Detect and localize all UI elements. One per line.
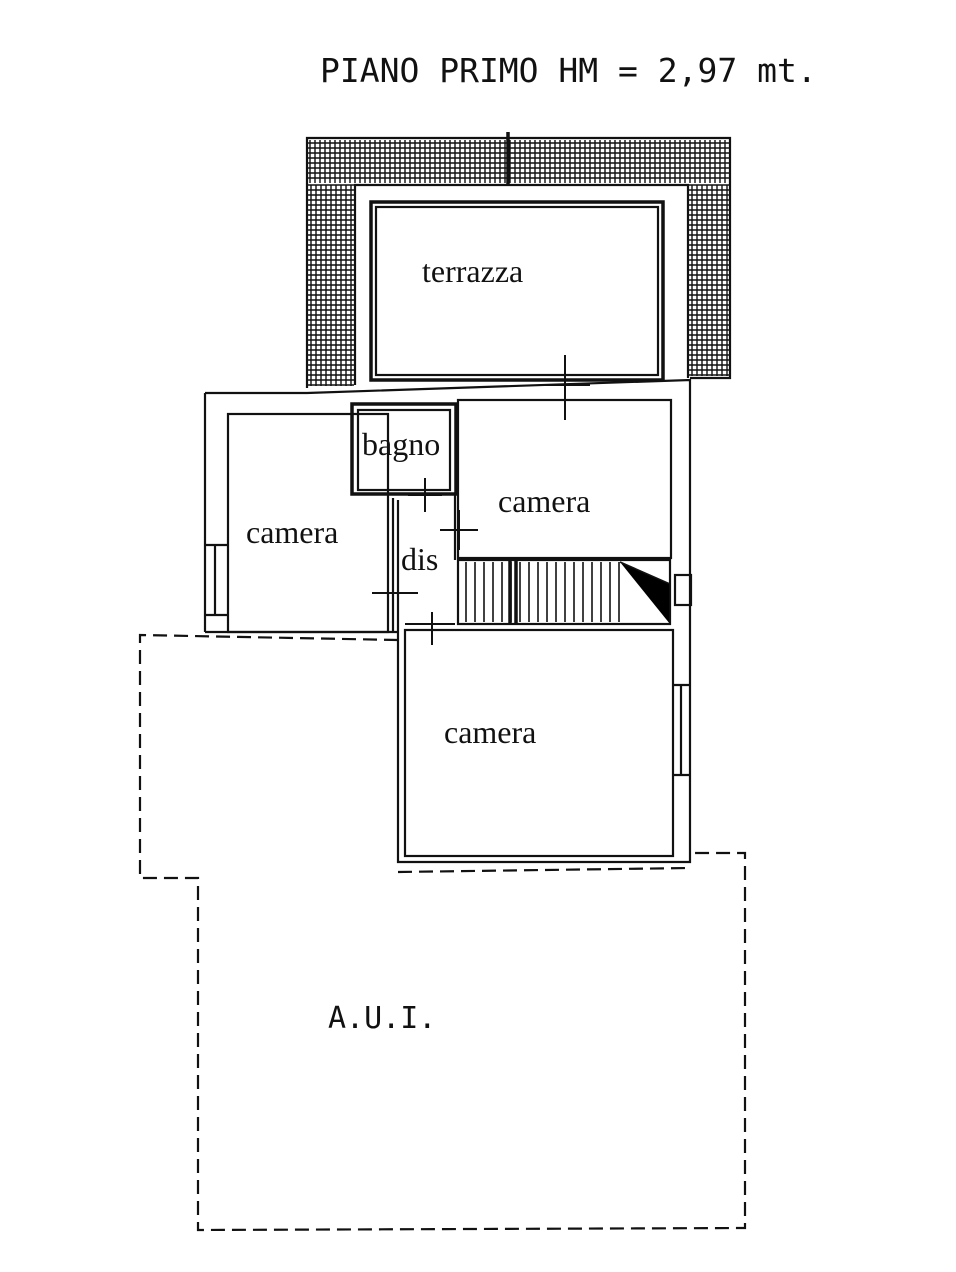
label-camera-left: camera (246, 514, 338, 550)
room-bagno-outline (350, 402, 458, 496)
terrace-inner-outline (374, 205, 660, 377)
room-camera-right-outline (456, 398, 673, 560)
label-bagno: bagno (362, 426, 440, 462)
label-aui: A.U.I. (328, 1001, 436, 1036)
terrace-outline (369, 200, 665, 382)
staircase (456, 558, 693, 626)
label-camera-right: camera (498, 483, 590, 519)
label-camera-bottom: camera (444, 714, 536, 750)
parapet-hatching (308, 132, 729, 386)
aui-inner-line (397, 866, 691, 874)
house-east-wall (306, 378, 692, 850)
label-terrazza: terrazza (422, 253, 523, 289)
plan-title: PIANO PRIMO HM = 2,97 mt. (320, 51, 817, 90)
room-bagno-inner (356, 408, 452, 492)
room-camera-bottom-outline (403, 628, 675, 858)
terrace-parapet (305, 132, 732, 388)
aui-outline (138, 633, 747, 1232)
label-dis: dis (401, 541, 438, 577)
house-south-wall (396, 632, 692, 864)
